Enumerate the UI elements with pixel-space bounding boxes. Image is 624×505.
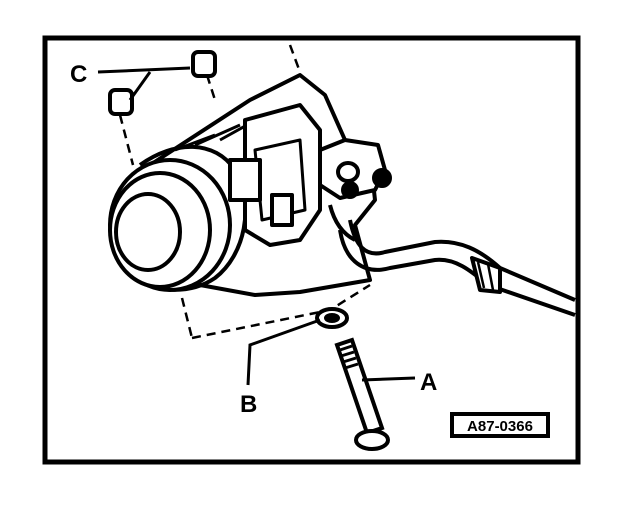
label-a: A	[420, 369, 437, 396]
label-c: C	[70, 61, 87, 88]
leader-lines	[97, 66, 416, 386]
label-b: B	[240, 391, 257, 418]
cap-c-parts	[108, 50, 217, 116]
pulley	[108, 158, 232, 292]
washer-b	[315, 307, 349, 329]
ref-code: A87-0366	[467, 418, 533, 435]
ref-code-box	[450, 412, 550, 438]
refrigerant-hose	[338, 219, 576, 317]
bolt-a	[334, 337, 390, 451]
